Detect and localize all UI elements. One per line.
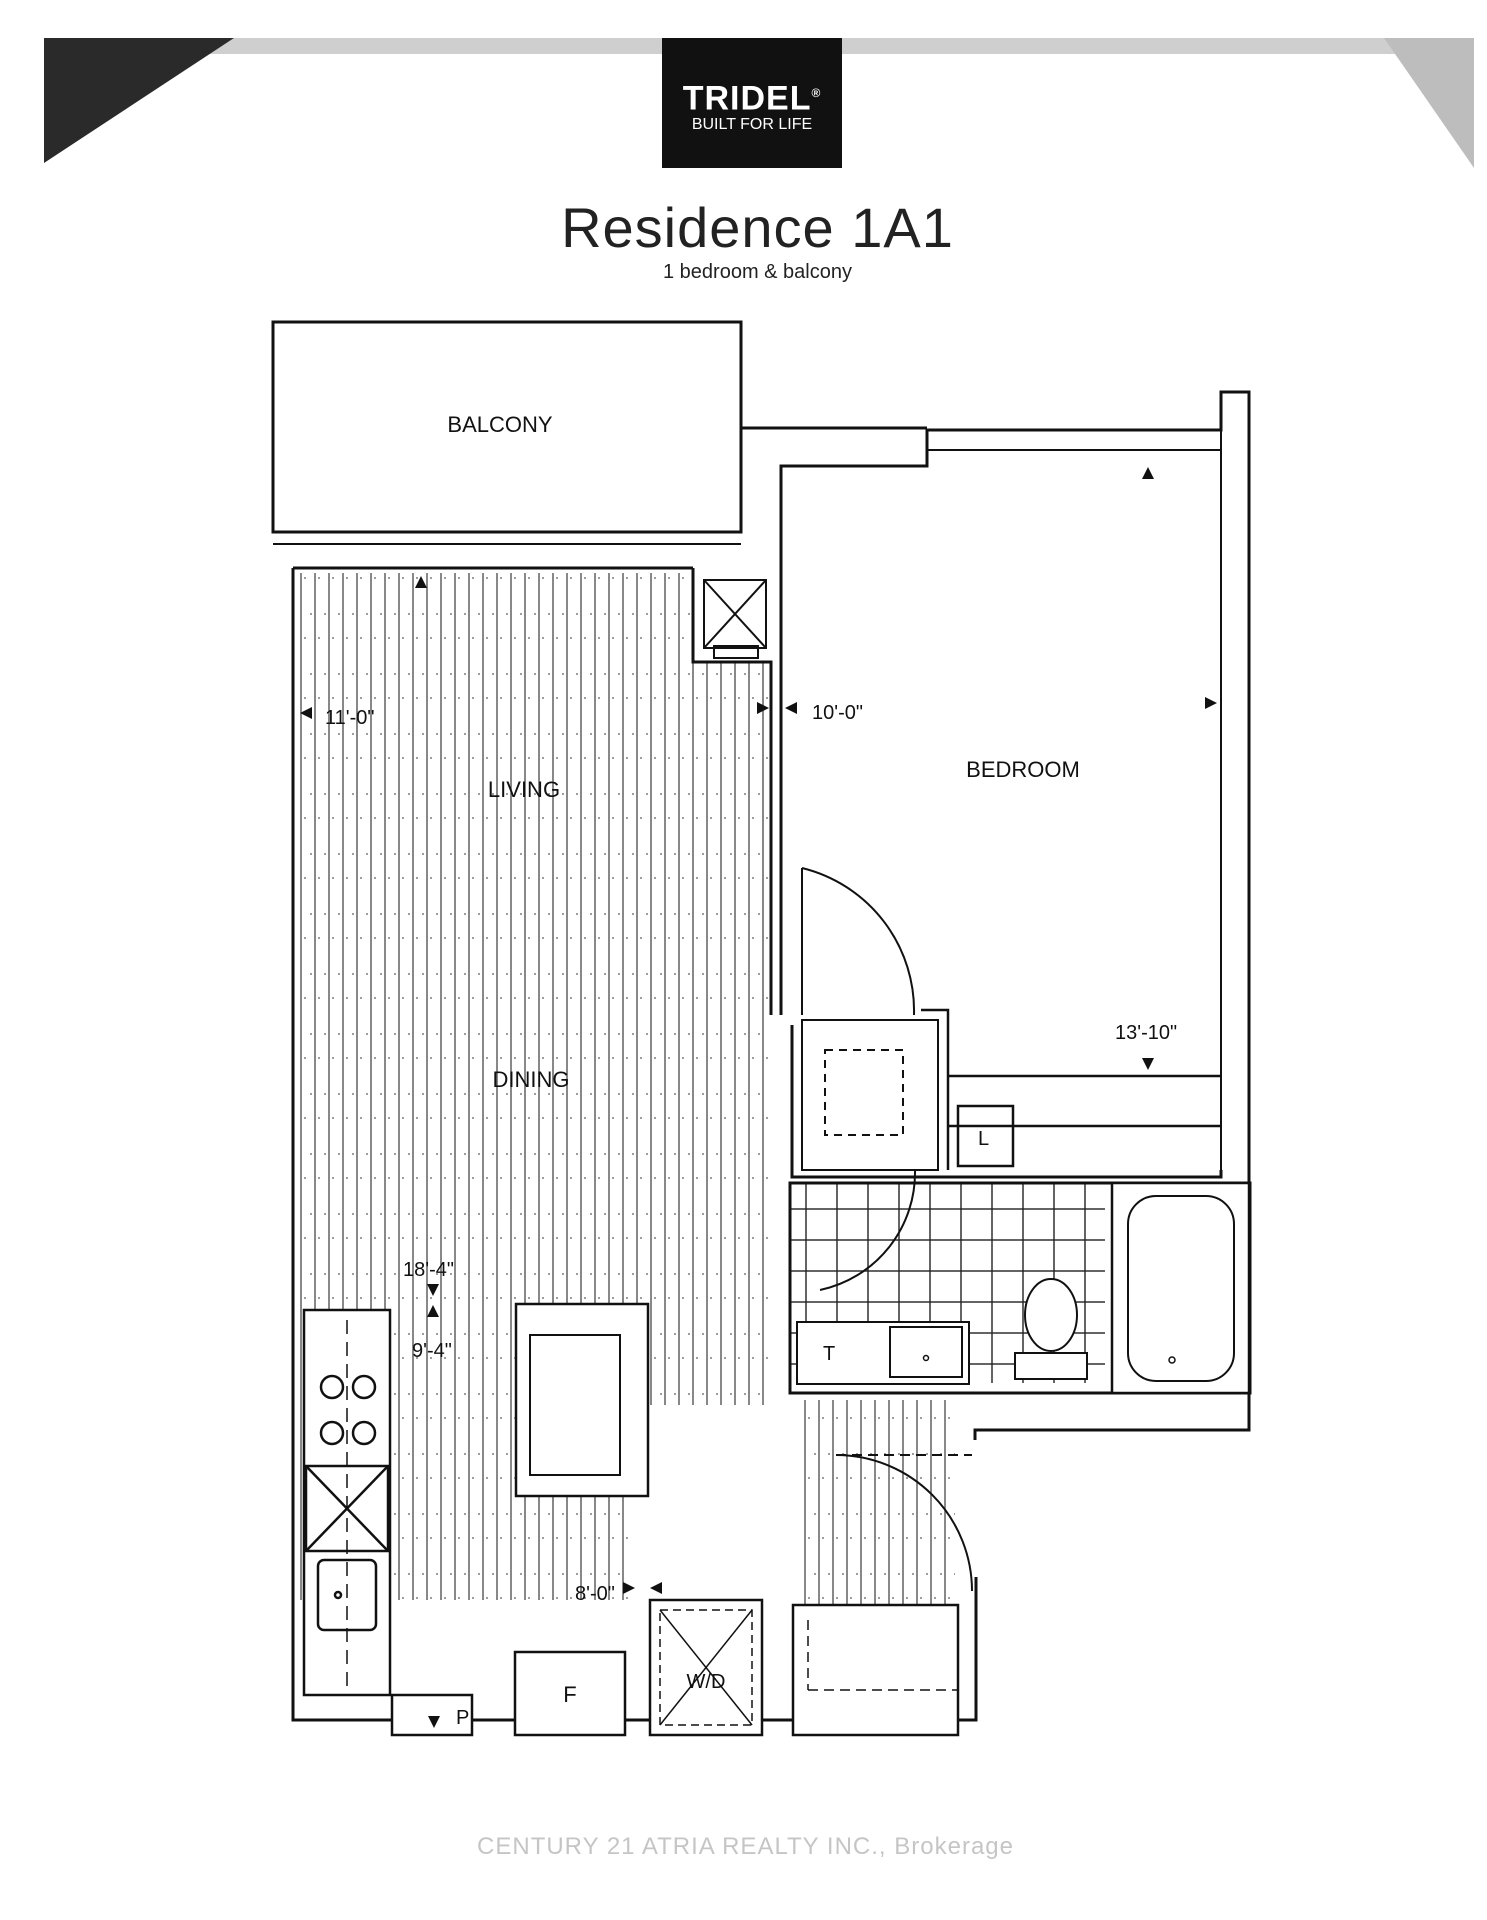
washer-dryer-label: W/D — [687, 1671, 726, 1693]
mechanical-shaft — [703, 579, 767, 659]
dining-label: DINING — [493, 1067, 570, 1092]
linen-closet-label: L — [978, 1128, 989, 1150]
tridel-logo: TRIDEL® BUILT FOR LIFE — [662, 38, 842, 168]
kitchen-length-dimension: 9'-4" — [412, 1340, 452, 1362]
kitchen-counter — [302, 1308, 392, 1697]
logo-tagline: BUILT FOR LIFE — [691, 116, 813, 134]
bedroom-length-dimension: 13'-10" — [1115, 1022, 1177, 1044]
towel-label: T — [823, 1343, 835, 1365]
living-dining-length-dimension: 18'-4" — [403, 1259, 454, 1281]
bedroom-door — [801, 867, 916, 1016]
kitchen-width-dimension: 8'-0" — [575, 1583, 615, 1605]
bathroom — [788, 1169, 1252, 1395]
dimension-markers — [300, 467, 1217, 1728]
bedroom-width-dimension: 10'-0" — [812, 702, 863, 724]
bedroom-closet — [921, 1008, 1221, 1170]
logo-wordmark: TRIDEL® — [682, 79, 822, 118]
page-title: Residence 1A1 — [561, 196, 954, 259]
storage-units — [390, 1598, 960, 1737]
balcony-label: BALCONY — [447, 412, 552, 437]
bedroom-label: BEDROOM — [966, 757, 1080, 782]
entry-door — [835, 1454, 973, 1592]
hall-closet — [801, 1019, 939, 1171]
living-width-dimension: 11'-0" — [325, 707, 374, 729]
living-label: LIVING — [488, 777, 560, 802]
kitchen-island — [514, 1302, 650, 1498]
page-subtitle: 1 bedroom & balcony — [662, 261, 852, 283]
brokerage-watermark: CENTURY 21 ATRIA REALTY INC., Brokerage — [477, 1833, 1014, 1860]
unit-walls — [291, 390, 1251, 1722]
pantry-label: P — [456, 1707, 469, 1729]
fridge-label: F — [563, 1682, 576, 1707]
wood-flooring — [300, 573, 955, 1610]
balcony — [271, 320, 927, 545]
